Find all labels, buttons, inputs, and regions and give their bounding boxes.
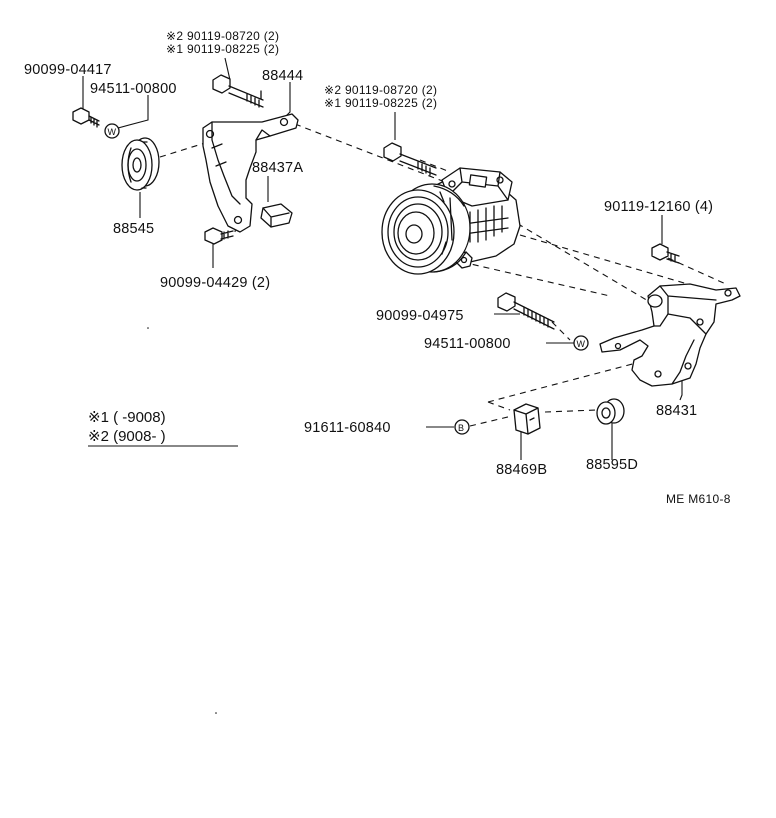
idler-pulley	[121, 137, 160, 191]
legend-row-2: ※2 (9008- )	[88, 428, 166, 445]
washer-lower: W	[573, 335, 589, 351]
long-bolt-upper-left	[212, 74, 264, 108]
ac-compressor	[381, 167, 521, 275]
svg-text:W: W	[577, 339, 586, 349]
legend-row-1: ※1 ( -9008)	[88, 409, 166, 426]
stud-bolt	[497, 292, 555, 330]
label-washer-idler: 94511-00800	[90, 81, 177, 97]
svg-text:B: B	[458, 423, 464, 433]
part-labels: ※2 90119-08720 (2) ※1 90119-08225 (2) ※2…	[24, 29, 713, 478]
lower-bracket	[599, 283, 741, 387]
label-spacer-plate: 88437A	[252, 160, 303, 176]
label-bolt-upper-left-sub1: ※1 90119-08225 (2)	[166, 42, 279, 56]
label-bolt-mount: 90119-12160 (4)	[604, 199, 713, 215]
upper-bracket	[202, 113, 299, 233]
stray-dot	[215, 712, 217, 714]
label-bolt-upper-left-sub2: ※2 90119-08720 (2)	[166, 29, 279, 43]
leader-lines	[82, 57, 683, 460]
svg-text:W: W	[108, 127, 117, 137]
label-block-lower: 88469B	[496, 462, 547, 478]
mount-bolt	[651, 243, 680, 264]
legend: ※1 ( -9008) ※2 (9008- )	[88, 409, 238, 447]
nut-lower: B	[454, 419, 470, 435]
assembly-dashed-lines	[159, 123, 729, 427]
label-washer-lower: 94511-00800	[424, 336, 511, 352]
lower-block	[513, 403, 541, 435]
flange-bolt-idler	[72, 107, 100, 128]
label-bracket-upper: 88444	[262, 68, 303, 84]
long-bolt-upper-right	[383, 142, 437, 176]
label-bracket-lower: 88431	[656, 403, 697, 419]
flange-bolt-bracket	[204, 227, 234, 245]
label-bolt-upper-right-sub1: ※1 90119-08225 (2)	[324, 96, 437, 110]
label-bolt-bracket: 90099-04429 (2)	[160, 275, 270, 291]
label-nut-lower: 91611-60840	[304, 420, 391, 436]
spacer-plate	[260, 203, 293, 228]
label-idler-pulley: 88545	[113, 221, 154, 237]
lower-bushing	[596, 398, 625, 425]
figure-code: ME M610-8	[666, 492, 731, 506]
label-bolt-upper-right-sub2: ※2 90119-08720 (2)	[324, 83, 437, 97]
label-bushing-lower: 88595D	[586, 457, 638, 473]
washer-upper: W	[104, 123, 120, 139]
stray-dot	[147, 327, 149, 329]
label-bolt-idler: 90099-04417	[24, 62, 112, 78]
label-stud-bolt: 90099-04975	[376, 308, 464, 324]
